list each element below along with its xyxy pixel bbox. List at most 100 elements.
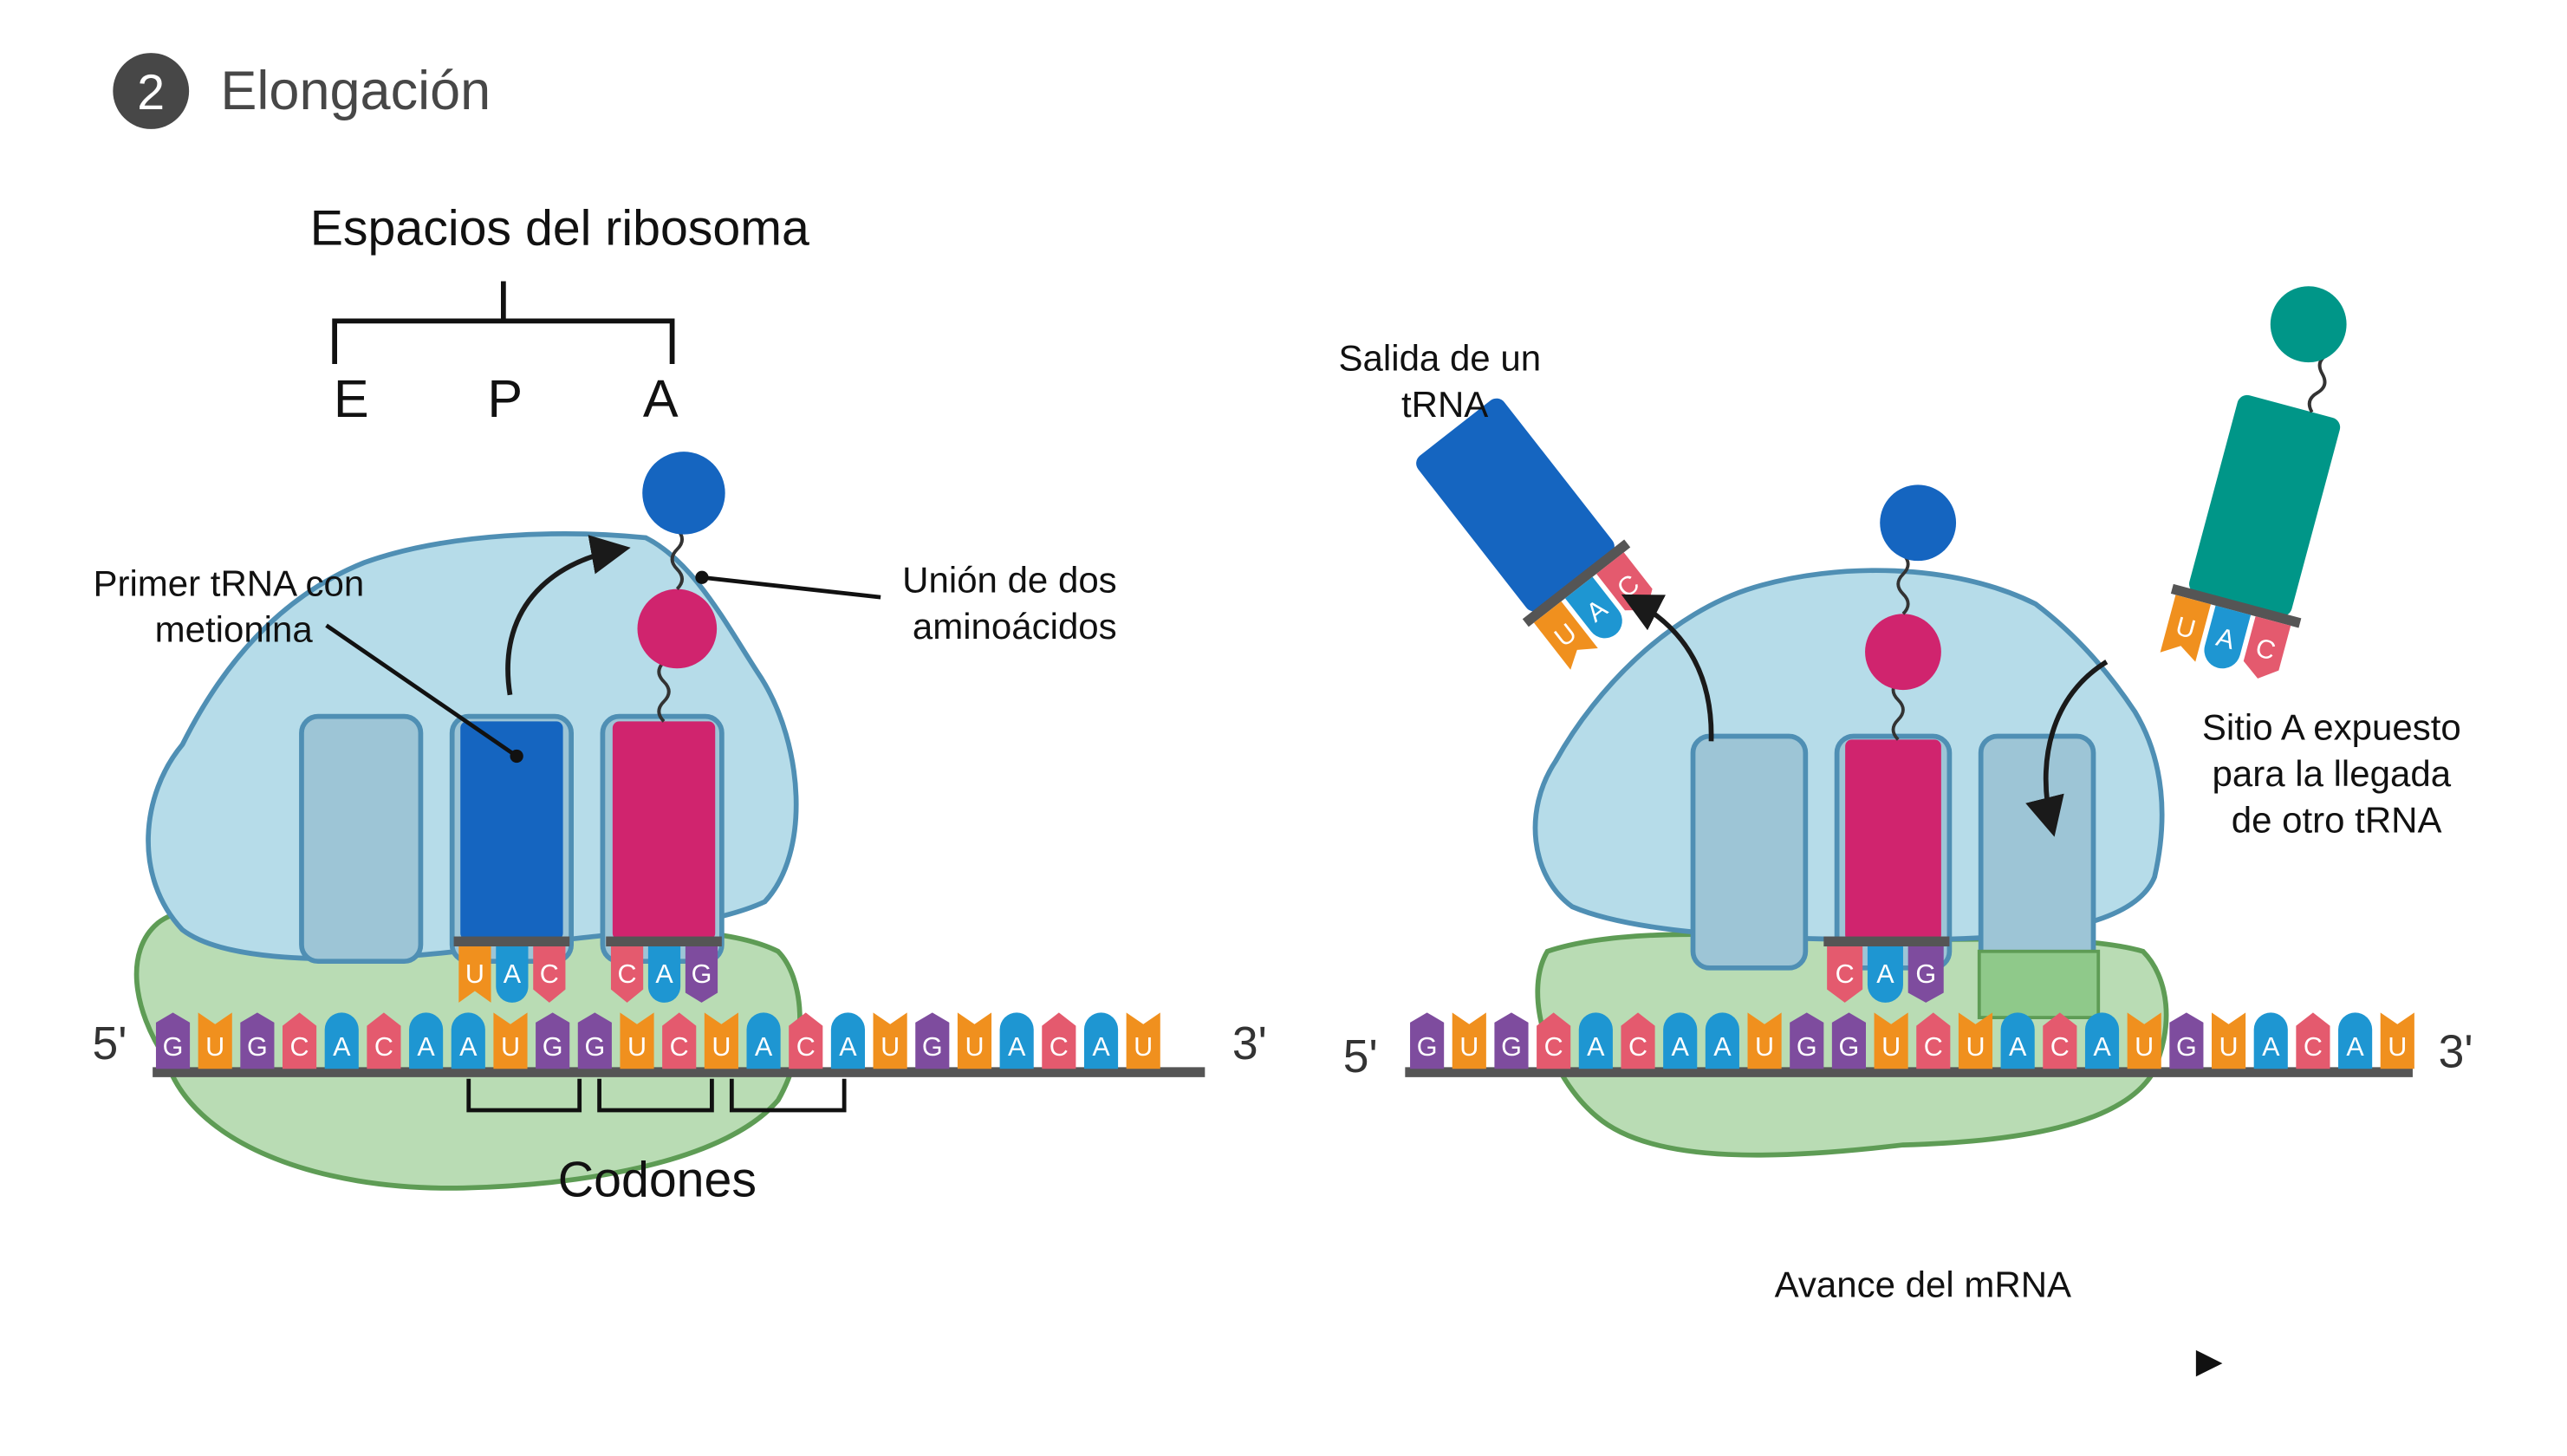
left-mrna-nucleotide-label-2: G — [247, 1032, 268, 1062]
right-mrna-nucleotide-label-8: U — [1755, 1032, 1774, 1062]
right-mrna-nucleotide-13 — [1958, 1012, 1993, 1069]
a-site-slot-right — [1978, 733, 2096, 971]
left-mrna-nucleotide-3 — [283, 1012, 317, 1069]
right-mrna-nucleotide-label-20: A — [2262, 1032, 2280, 1062]
entry-arrow — [2025, 660, 2109, 837]
left-p-anticodon-base-label-2: C — [540, 959, 559, 989]
left-mrna-nucleotide-19 — [957, 1012, 992, 1069]
right-mrna-nucleotide-12 — [1916, 1012, 1951, 1069]
left-mrna-nucleotide-8 — [493, 1012, 528, 1069]
right-mrna-nucleotide-label-14: A — [2009, 1032, 2027, 1062]
right-mrna-nucleotide-label-10: G — [1839, 1032, 1860, 1062]
peptide-linker-right — [1896, 553, 1910, 615]
left-mrna-nucleotide-18 — [915, 1012, 950, 1069]
right-mrna-nucleotide-label-4: A — [1587, 1032, 1605, 1062]
right-mrna-nucleotide-label-7: A — [1713, 1032, 1732, 1062]
amino-acid-blue-right — [1880, 484, 1957, 562]
right-exit-anticodon-base-0 — [1533, 601, 1598, 670]
a-site-exposed-label: Sitio A expuesto para la llegada de otro… — [2202, 706, 2472, 840]
section-title: Elongación — [220, 61, 491, 121]
amino-acid-magenta-right — [1865, 614, 1941, 691]
right-mrna-nucleotide-4 — [1578, 1012, 1613, 1069]
amino-acid-methionine — [642, 452, 725, 535]
exit-label-line1: Salida de un — [1339, 338, 1542, 379]
right-mrna-nucleotide-label-6: A — [1672, 1032, 1690, 1062]
step-number: 2 — [137, 65, 165, 120]
right-mrna-nucleotide-23 — [2380, 1012, 2414, 1069]
right-mrna-nucleotide-15 — [2043, 1012, 2077, 1069]
right-mrna-nucleotide-label-13: U — [1966, 1032, 1985, 1062]
a-site-exposed-line3: de otro tRNA — [2232, 799, 2442, 840]
right-mrna-nucleotide-17 — [2127, 1012, 2161, 1069]
right-mrna-nucleotide-2 — [1494, 1012, 1529, 1069]
right-mrna-nucleotide-label-5: C — [1628, 1032, 1647, 1062]
left-mrna-nucleotide-label-19: U — [965, 1032, 984, 1062]
incoming-trna-body — [2189, 394, 2341, 617]
left-mrna-nucleotide-label-7: A — [459, 1032, 478, 1062]
site-label-e: E — [334, 369, 369, 428]
e-site-slot — [299, 713, 424, 965]
right-mrna-nucleotide-label-11: U — [1881, 1032, 1901, 1062]
peptide-bond-pointer-dot — [695, 570, 709, 584]
left-mrna-nucleotide-0 — [155, 1012, 191, 1069]
right-mrna-nucleotide-19 — [2212, 1012, 2246, 1069]
a-site-small-subunit-pocket — [1977, 949, 2101, 1019]
first-trna-pointer — [325, 623, 518, 758]
left-a-anticodon-base-label-2: G — [692, 959, 712, 989]
first-trna-pointer-dot — [510, 749, 523, 764]
right-mrna-nucleotide-7 — [1705, 1012, 1739, 1069]
right-mrna-nucleotide-9 — [1790, 1012, 1824, 1069]
exiting-trna: UAC — [1416, 398, 1653, 670]
right-mrna-nucleotide-0 — [1410, 1012, 1445, 1069]
right-incoming-anticodon-base-1 — [2204, 605, 2252, 669]
codon-bracket-2 — [597, 1078, 714, 1113]
right-exit-anticodon-base-1 — [1564, 576, 1622, 639]
right-mrna-nucleotide-1 — [1452, 1012, 1486, 1069]
left-mrna-nucleotide-label-16: A — [839, 1032, 857, 1062]
right-mrna-nucleotide-label-22: A — [2346, 1032, 2364, 1062]
left-mrna-nucleotide-label-12: C — [670, 1032, 689, 1062]
section-header: 2 Elongación — [113, 53, 491, 129]
incoming-trna-bar — [2170, 583, 2302, 628]
step-number-badge — [113, 53, 190, 129]
left-mrna-nucleotide-label-9: G — [543, 1032, 563, 1062]
right-mrna-nucleotide-label-19: U — [2219, 1032, 2239, 1062]
left-mrna-nucleotide-12 — [662, 1012, 697, 1069]
left-mrna-nucleotide-10 — [577, 1012, 612, 1069]
five-prime-label-right: 5' — [1343, 1031, 1378, 1082]
exit-label-line2: tRNA — [1401, 384, 1488, 425]
p-site-trna-body — [460, 721, 563, 940]
left-p-anticodon-base-1 — [496, 946, 529, 1003]
left-mrna-nucleotide-label-10: G — [584, 1032, 605, 1062]
three-prime-label-left: 3' — [1232, 1018, 1267, 1069]
site-label-p: P — [487, 369, 523, 428]
peptide-bond-linker — [670, 528, 684, 590]
a-site-trna-linker — [657, 660, 671, 723]
sites-bracket — [332, 281, 675, 364]
left-a-anticodon-base-label-1: A — [655, 959, 673, 989]
left-mrna-nucleotide-7 — [451, 1012, 485, 1069]
three-prime-label-right: 3' — [2439, 1026, 2473, 1077]
left-mrna-nucleotide-label-3: C — [290, 1032, 309, 1062]
right-mrna-nucleotide-11 — [1874, 1012, 1908, 1069]
left-mrna-nucleotide-label-21: C — [1050, 1032, 1069, 1062]
left-mrna-nucleotide-11 — [620, 1012, 654, 1069]
right-mrna-nucleotide-label-12: C — [1924, 1032, 1943, 1062]
peptide-bond-label-line1: Unión de dos — [902, 559, 1117, 600]
right-mrna-nucleotide-14 — [2000, 1012, 2035, 1069]
right-mrna-nucleotide-16 — [2084, 1012, 2120, 1069]
right-mrna-nucleotide-label-16: A — [2093, 1032, 2111, 1062]
exit-label: Salida de un tRNA — [1339, 338, 1551, 425]
first-trna-label-line2: metionina — [155, 609, 314, 650]
left-mrna-nucleotide-label-8: U — [501, 1032, 520, 1062]
right-p-anticodon-base-1 — [1867, 946, 1903, 1003]
right-mrna-nucleotide-label-23: U — [2388, 1032, 2407, 1062]
right-mrna-nucleotide-label-3: C — [1544, 1032, 1563, 1062]
left-mrna-nucleotide-label-5: C — [374, 1032, 393, 1062]
